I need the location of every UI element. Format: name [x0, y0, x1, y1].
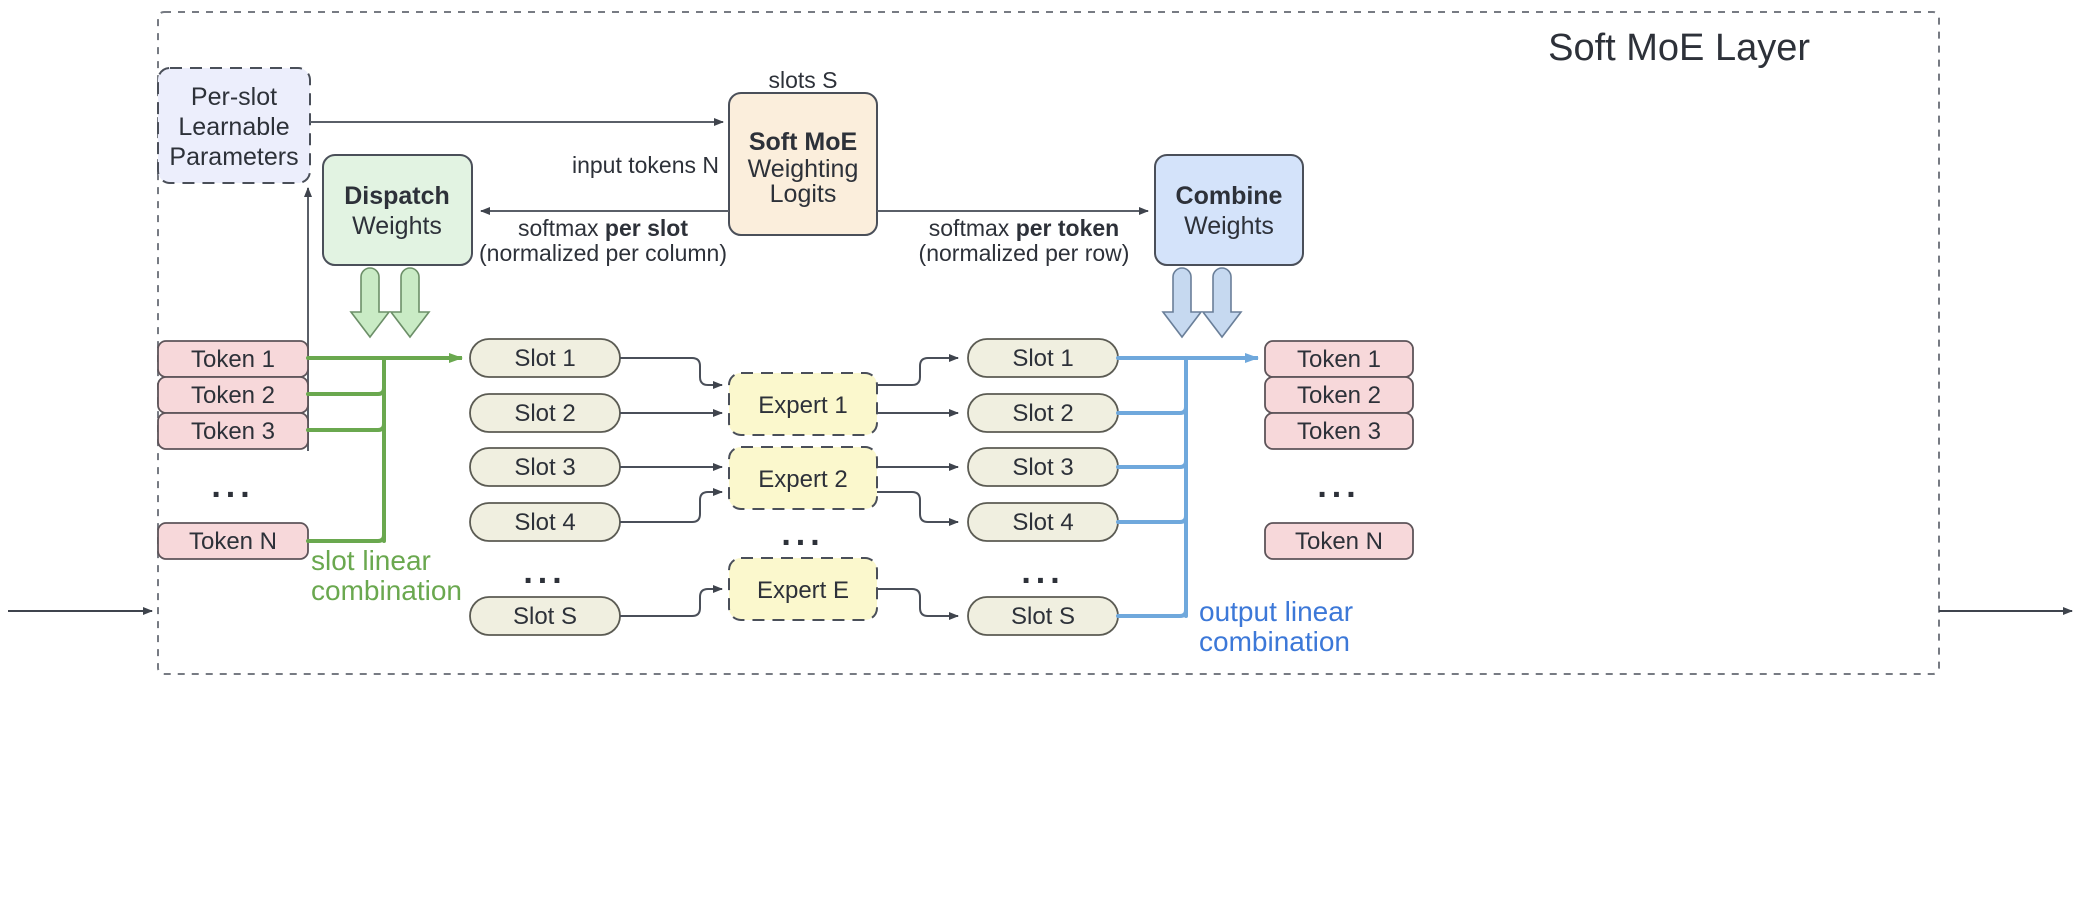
soft-moe-weighting-logits-box[interactable]: [728, 92, 878, 236]
output-linear-label-1: output linear: [1199, 596, 1353, 627]
expert-2-label: Expert 2: [758, 466, 847, 493]
expert-ellipsis: ...: [781, 515, 824, 553]
params-line-3: Parameters: [169, 143, 298, 171]
slot-linear-combination-edges: [306, 356, 386, 543]
output-token-2-label: Token 2: [1297, 382, 1381, 409]
combine-weights-box[interactable]: [1154, 154, 1304, 266]
slot-linear-label-1: slot linear: [311, 545, 431, 576]
input-token-n-label: Token N: [189, 528, 277, 555]
slots-s-label: slots S: [768, 67, 837, 93]
output-token-n-label: Token N: [1295, 528, 1383, 555]
input-slot-s-label: Slot S: [513, 603, 577, 630]
params-line-2: Learnable: [178, 113, 289, 141]
input-slot-4-label: Slot 4: [514, 509, 575, 536]
output-token-3[interactable]: [1264, 412, 1414, 450]
output-slot-4-label: Slot 4: [1012, 509, 1073, 536]
input-slot-2-label: Slot 2: [514, 400, 575, 427]
input-slot-column: Slot 1 Slot 2 Slot 3 Slot 4: [469, 338, 621, 542]
input-slot-1-label: Slot 1: [514, 345, 575, 372]
input-token-3-label: Token 3: [191, 418, 275, 445]
per-slot-learnable-parameters-box[interactable]: [157, 67, 311, 184]
input-tokens-label: input tokens N: [572, 152, 719, 178]
input-token-ellipsis: ...: [211, 467, 254, 505]
input-token-2-label: Token 2: [191, 382, 275, 409]
expert-to-slot-edges: [877, 354, 959, 620]
output-linear-combination-edges: [1116, 356, 1188, 618]
softmax-per-token-label: softmax per token: [929, 215, 1119, 241]
input-token-1-label: Token 1: [191, 346, 275, 373]
params-line-1: Per-slot: [191, 83, 277, 111]
dispatch-weights-box[interactable]: [322, 154, 473, 266]
output-slot-2-label: Slot 2: [1012, 400, 1073, 427]
expert-e-label: Expert E: [757, 577, 849, 604]
output-token-ellipsis: ...: [1317, 467, 1360, 505]
soft-moe-layer-container: [157, 11, 1940, 675]
expert-1-label: Expert 1: [758, 392, 847, 419]
logits-subtitle-2: Logits: [770, 180, 837, 208]
logits-title: Soft MoE: [749, 128, 857, 156]
softmax-per-slot-label: softmax per slot: [518, 215, 688, 241]
logits-subtitle-1: Weighting: [748, 155, 859, 183]
dispatch-title: Dispatch: [344, 182, 450, 210]
dispatch-down-arrow-2: [389, 267, 431, 339]
expert-2-box[interactable]: [728, 446, 878, 510]
combine-down-arrow-1: [1161, 267, 1203, 339]
output-token-stack: Token 1 Token 2 Token 3: [1264, 340, 1414, 450]
output-slot-column: Slot 1 Slot 2 Slot 3 Slot 4: [967, 338, 1119, 542]
combine-down-arrow-2: [1201, 267, 1243, 339]
output-linear-label-2: combination: [1199, 626, 1350, 657]
softmax-per-token-sublabel: (normalized per row): [919, 240, 1130, 266]
input-token-stack: Token 1 Token 2 Token 3: [157, 340, 309, 450]
output-slot-1-label: Slot 1: [1012, 345, 1073, 372]
output-slot-ellipsis: ...: [1021, 553, 1064, 591]
dispatch-subtitle: Weights: [352, 212, 442, 240]
softmax-per-slot-sublabel: (normalized per column): [479, 240, 727, 266]
output-slot-3-label: Slot 3: [1012, 454, 1073, 481]
page-title: Soft MoE Layer: [1548, 27, 1810, 69]
input-slot-3-label: Slot 3: [514, 454, 575, 481]
output-token-1-label: Token 1: [1297, 346, 1381, 373]
output-token-3-label: Token 3: [1297, 418, 1381, 445]
output-token-n[interactable]: [1264, 522, 1414, 560]
combine-title: Combine: [1176, 182, 1283, 210]
output-slot-s-label: Slot S: [1011, 603, 1075, 630]
dispatch-down-arrow-1: [349, 267, 391, 339]
combine-subtitle: Weights: [1184, 212, 1274, 240]
slot-linear-label-2: combination: [311, 575, 462, 606]
expert-1-box[interactable]: [728, 372, 878, 436]
slot-to-expert-edges: [620, 357, 723, 617]
input-slot-ellipsis: ...: [523, 553, 566, 591]
